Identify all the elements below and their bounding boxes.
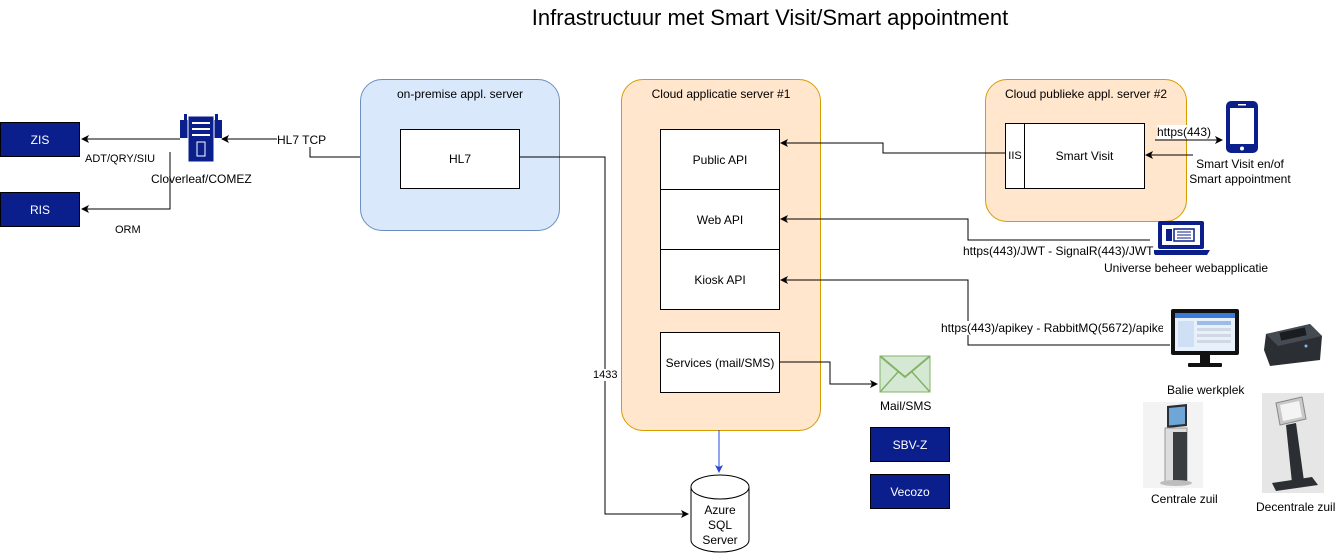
zis-box: ZIS <box>0 122 80 157</box>
edge-webapp-webapi <box>780 215 1150 241</box>
smart-visit-box: Smart Visit <box>1024 123 1145 189</box>
onprem-group-title: on-premise appl. server <box>396 87 524 101</box>
decentral-kiosk-icon <box>1262 393 1324 493</box>
sbvz-box: SBV-Z <box>870 427 950 462</box>
sbvz-label: SBV-Z <box>892 437 928 452</box>
zis-label: ZIS <box>30 132 50 147</box>
mail-envelope-icon <box>879 355 931 393</box>
ris-edge-label: ORM <box>115 224 141 236</box>
desktop-monitor-icon <box>1170 308 1240 372</box>
public-api-label: Public API <box>692 152 748 167</box>
sql-label: Azure SQL Server <box>702 503 738 547</box>
iis-box: IIS <box>1005 123 1025 189</box>
hl7-box: HL7 <box>400 129 520 189</box>
edge-cloverleaf-ris <box>81 152 171 213</box>
web-api-label: Web API <box>696 212 744 227</box>
ris-box: RIS <box>0 192 80 227</box>
edge-balie-kioskapi <box>780 276 1170 346</box>
decentral-kiosk-label: Decentrale zuil <box>1256 500 1336 514</box>
web-api-box: Web API <box>660 189 780 250</box>
cloud2-group-title: Cloud publieke appl. server #2 <box>1004 87 1168 101</box>
smartphone-label: Smart Visit en/of Smart appointment <box>1189 157 1291 186</box>
vecozo-label: Vecozo <box>890 484 930 499</box>
smart-visit-label: Smart Visit <box>1055 149 1114 163</box>
cloverleaf-label: Cloverleaf/COMEZ <box>151 172 252 186</box>
smartphone-icon <box>1225 100 1259 154</box>
balie-edge-label: https(443)/apikey - RabbitMQ(5672)/apike… <box>941 321 1163 335</box>
public-api-box: Public API <box>660 129 780 190</box>
edge-hl7-sql <box>520 156 689 518</box>
kiosk-api-box: Kiosk API <box>660 249 780 310</box>
cloud1-group-title: Cloud applicatie server #1 <box>651 87 791 101</box>
services-label: Services (mail/SMS) <box>665 355 775 370</box>
cloverleaf-server-icon <box>180 114 222 164</box>
webapp-edge-label: https(443)/JWT - SignalR(443)/JWT <box>963 244 1154 258</box>
central-kiosk-icon <box>1143 402 1203 488</box>
vecozo-box: Vecozo <box>870 474 950 509</box>
scanner-device-icon <box>1262 320 1324 368</box>
iis-label: IIS <box>1008 150 1022 162</box>
sql-cylinder <box>690 474 750 553</box>
kiosk-api-label: Kiosk API <box>694 272 746 287</box>
central-kiosk-label: Centrale zuil <box>1151 492 1218 506</box>
edge-services-mail <box>780 361 878 388</box>
hl7-label: HL7 <box>448 152 471 166</box>
sql-edge-label: 1433 <box>593 369 618 381</box>
edge-smartvisit-publicapi <box>780 139 1005 154</box>
diagram-title: Infrastructuur met Smart Visit/Smart app… <box>531 5 1009 30</box>
mail-label: Mail/SMS <box>880 399 932 413</box>
services-box: Services (mail/SMS) <box>660 332 780 393</box>
hl7-edge-label: HL7 TCP <box>277 133 327 147</box>
ris-label: RIS <box>29 202 50 217</box>
phone-edge-label: https(443) <box>1157 125 1212 139</box>
zis-edge-label: ADT/QRY/SIU <box>85 153 156 165</box>
edge-hl7-cloverleaf <box>221 135 360 158</box>
webapp-label: Universe beheer webapplicatie <box>1104 261 1269 275</box>
balie-label: Balie werkplek <box>1167 383 1245 397</box>
laptop-icon <box>1150 220 1212 256</box>
